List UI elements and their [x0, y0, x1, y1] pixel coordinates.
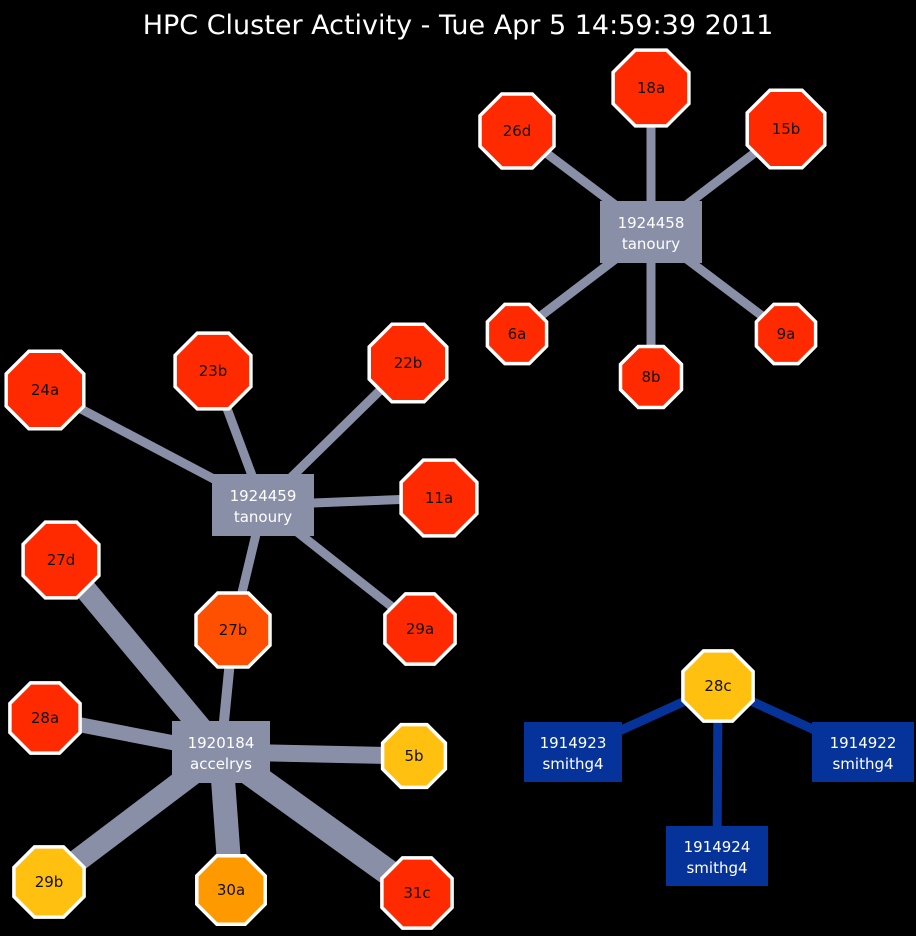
job-box-1924459[interactable]: 1924459 tanoury: [212, 474, 314, 536]
node-28a-octagon: [8, 681, 82, 755]
node-27b-octagon: [194, 591, 272, 669]
node-6a-label: 6a: [508, 325, 527, 343]
job-user-label: tanoury: [234, 508, 292, 526]
job-box-1920184[interactable]: 1920184 accelrys: [172, 721, 270, 783]
node-11a[interactable]: 11a: [399, 458, 479, 538]
node-24a[interactable]: 24a: [4, 349, 86, 431]
job-box-1920184-rect: [172, 721, 270, 783]
node-29b-octagon: [12, 845, 86, 919]
node-24a-octagon: [4, 349, 86, 431]
node-18a[interactable]: 18a: [611, 48, 691, 128]
node-29a-label: 29a: [406, 620, 434, 638]
job-number-label: 1914922: [830, 734, 897, 752]
job-number-label: 1920184: [188, 734, 255, 752]
node-9a-octagon: [754, 302, 818, 366]
node-11a-octagon: [399, 458, 479, 538]
node-18a-label: 18a: [637, 79, 665, 97]
job-box-1914923[interactable]: 1914923 smithg4: [524, 722, 622, 782]
node-26d-octagon: [478, 92, 556, 170]
job-box-1924458[interactable]: 1924458 tanoury: [600, 201, 702, 263]
node-5b-label: 5b: [404, 747, 423, 765]
job-number-label: 1924458: [618, 214, 685, 232]
node-28a[interactable]: 28a: [8, 681, 82, 755]
node-8b-octagon: [618, 344, 684, 410]
node-5b[interactable]: 5b: [380, 722, 448, 790]
node-5b-octagon: [380, 722, 448, 790]
node-31c-octagon: [380, 856, 454, 930]
node-22b-label: 22b: [394, 354, 423, 372]
node-30a-label: 30a: [217, 881, 245, 899]
node-31c[interactable]: 31c: [380, 856, 454, 930]
node-29b[interactable]: 29b: [12, 845, 86, 919]
job-user-label: tanoury: [622, 235, 680, 253]
job-number-label: 1914923: [540, 734, 607, 752]
node-27d-octagon: [21, 520, 101, 600]
node-29a[interactable]: 29a: [383, 592, 457, 666]
node-6a[interactable]: 6a: [485, 302, 549, 366]
node-26d-label: 26d: [503, 122, 532, 140]
node-18a-octagon: [611, 48, 691, 128]
node-27d-label: 27d: [47, 551, 76, 569]
node-27d[interactable]: 27d: [21, 520, 101, 600]
node-11a-label: 11a: [425, 489, 453, 507]
node-15b-label: 15b: [772, 120, 801, 138]
node-29b-label: 29b: [35, 873, 64, 891]
nodes-layer: 18a 26d 15b 6a 8b 9a 24a 23b 22b 11a 29a 27d 27b 28a 5…: [4, 48, 827, 930]
job-box-1914923-rect: [524, 722, 622, 782]
jobs-layer: 1924458 tanoury 1924459 tanoury 1920184 accel…: [172, 201, 914, 886]
job-user-label: accelrys: [190, 755, 252, 773]
node-28c-label: 28c: [704, 677, 731, 695]
node-23b-octagon: [173, 331, 253, 411]
job-box-1914922-rect: [812, 722, 914, 782]
node-15b[interactable]: 15b: [745, 88, 827, 170]
node-6a-octagon: [485, 302, 549, 366]
node-26d[interactable]: 26d: [478, 92, 556, 170]
node-8b-label: 8b: [641, 368, 660, 386]
job-user-label: smithg4: [832, 755, 893, 773]
node-9a[interactable]: 9a: [754, 302, 818, 366]
page-title: HPC Cluster Activity - Tue Apr 5 14:59:3…: [143, 10, 774, 41]
job-box-1914924[interactable]: 1914924 smithg4: [666, 826, 768, 886]
node-9a-label: 9a: [777, 325, 796, 343]
node-24a-label: 24a: [31, 381, 59, 399]
job-number-label: 1924459: [230, 487, 297, 505]
node-15b-octagon: [745, 88, 827, 170]
node-27b-label: 27b: [219, 621, 248, 639]
node-28a-label: 28a: [31, 709, 59, 727]
node-28c-octagon: [681, 649, 755, 723]
node-23b-label: 23b: [199, 362, 228, 380]
job-box-1914922[interactable]: 1914922 smithg4: [812, 722, 914, 782]
job-box-1924458-rect: [600, 201, 702, 263]
node-8b[interactable]: 8b: [618, 344, 684, 410]
job-box-1914924-rect: [666, 826, 768, 886]
node-23b[interactable]: 23b: [173, 331, 253, 411]
node-28c[interactable]: 28c: [681, 649, 755, 723]
node-30a[interactable]: 30a: [195, 854, 267, 926]
job-user-label: smithg4: [686, 859, 747, 877]
node-29a-octagon: [383, 592, 457, 666]
job-box-1924459-rect: [212, 474, 314, 536]
node-22b-octagon: [367, 322, 449, 404]
node-22b[interactable]: 22b: [367, 322, 449, 404]
job-user-label: smithg4: [542, 755, 603, 773]
node-27b[interactable]: 27b: [194, 591, 272, 669]
edge-1920184-27d: [52, 552, 230, 760]
job-number-label: 1914924: [684, 838, 751, 856]
node-31c-label: 31c: [403, 884, 430, 902]
node-30a-octagon: [195, 854, 267, 926]
